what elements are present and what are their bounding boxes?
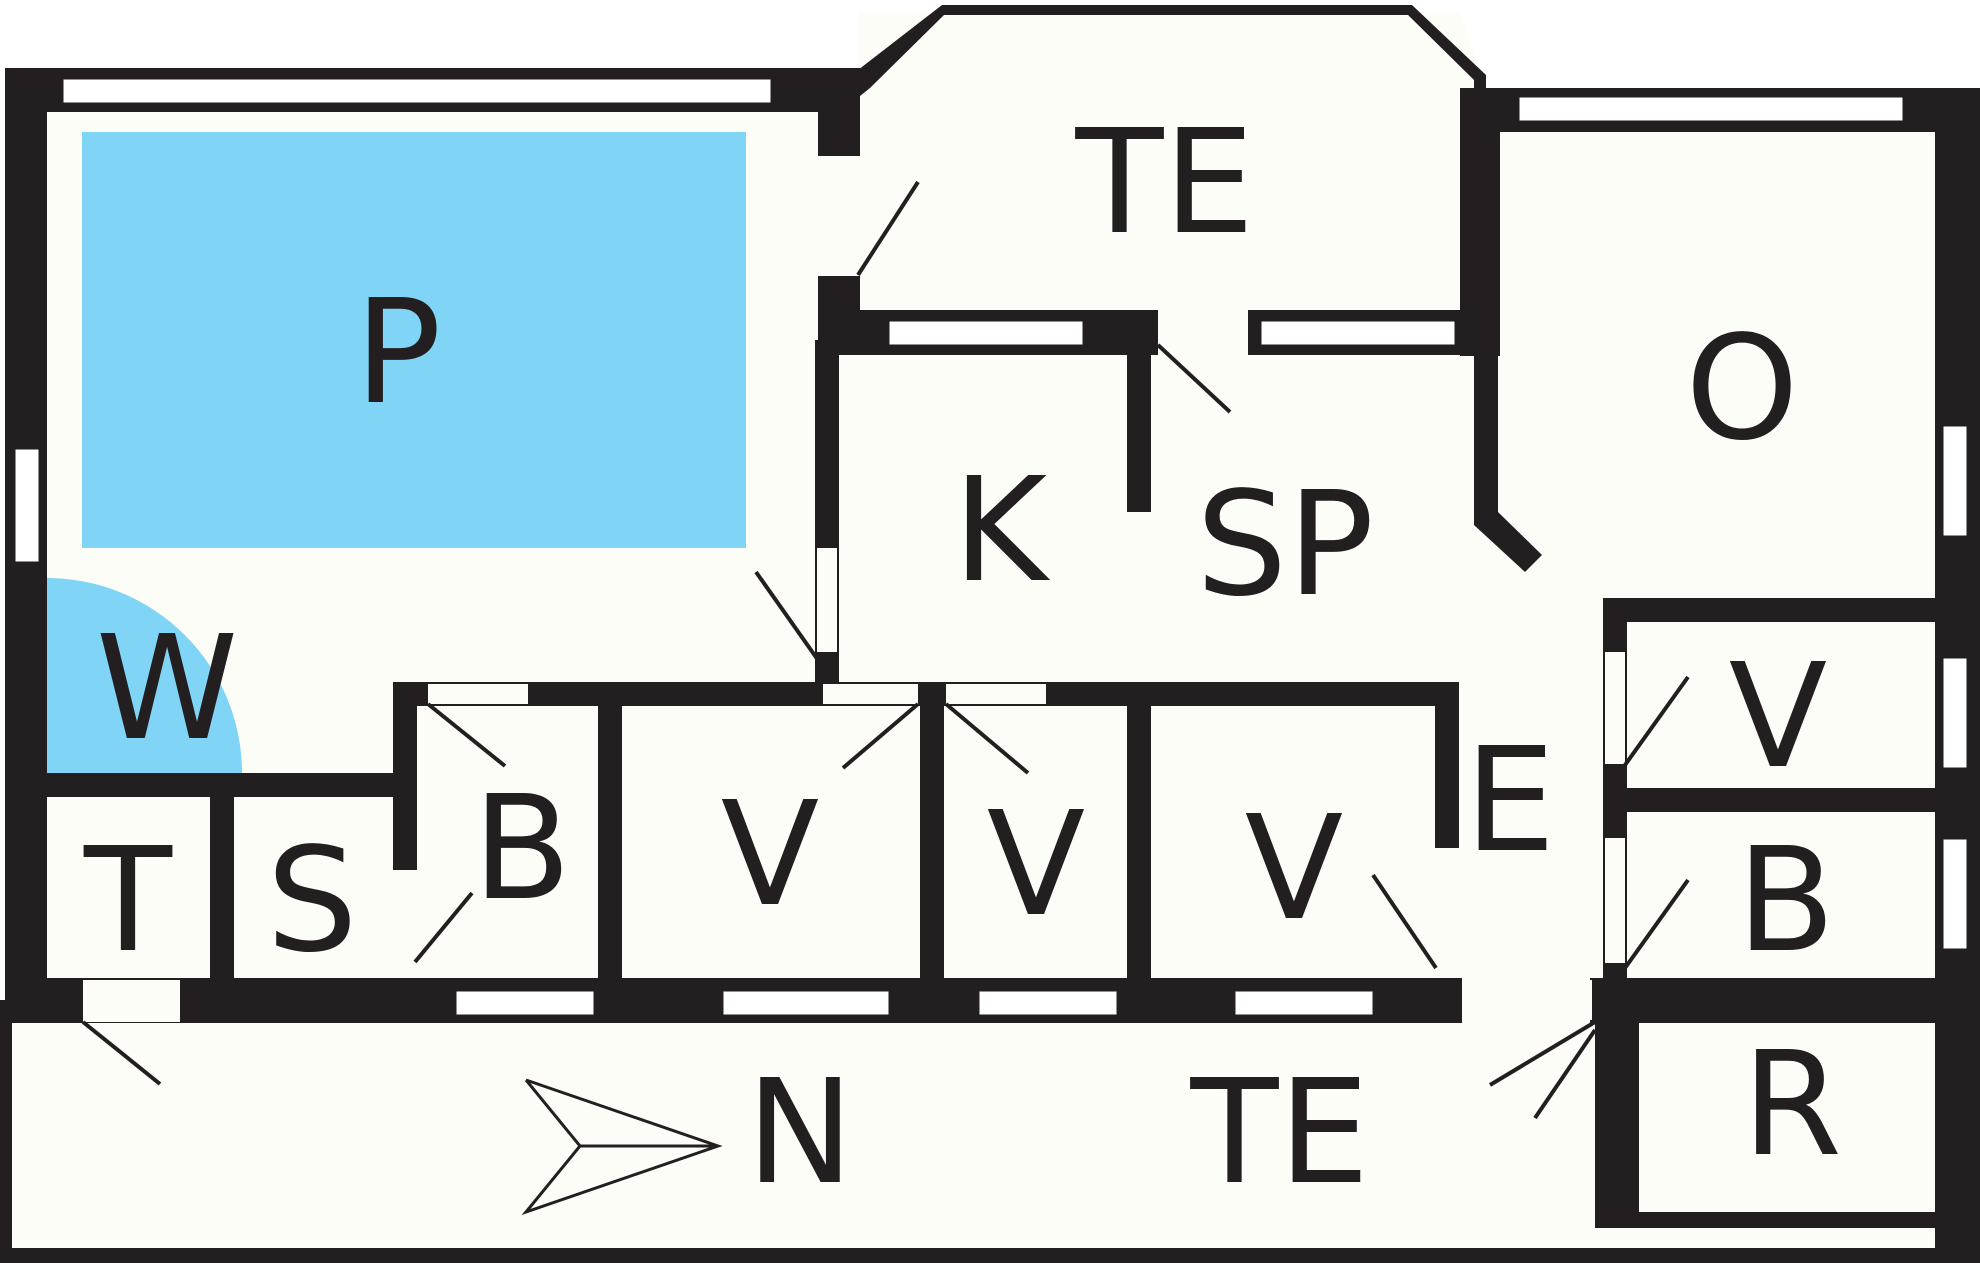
north-arrow-icon (521, 1078, 723, 1216)
room-label-p: P (355, 268, 442, 436)
room-label-v1: V (721, 770, 820, 938)
interior-walls (47, 88, 1980, 1023)
room-label-te-top: TE (1075, 98, 1255, 266)
pool (47, 132, 746, 773)
room-label-v2: V (987, 780, 1086, 948)
room-label-s: S (266, 816, 357, 984)
room-label-b-left: B (473, 764, 572, 932)
room-label-k: K (953, 446, 1051, 614)
room-label-r: R (1742, 1020, 1842, 1188)
openings (83, 312, 1625, 1022)
room-label-w: W (96, 604, 238, 772)
room-label-v3: V (1245, 784, 1344, 952)
room-label-v-right: V (1729, 632, 1828, 800)
room-label-b-right: B (1737, 816, 1836, 984)
room-label-n: N (746, 1048, 854, 1216)
windows (12, 76, 1970, 1018)
room-label-o: O (1685, 304, 1798, 472)
room-label-t: T (83, 816, 173, 984)
room-label-te-bottom: TE (1190, 1048, 1370, 1216)
room-label-sp: SP (1196, 460, 1374, 628)
room-labels: P W TE K SP O T S B V V V E V B R N TE (83, 98, 1842, 1216)
door-swings (81, 180, 1690, 1120)
room-label-e: E (1465, 716, 1556, 884)
